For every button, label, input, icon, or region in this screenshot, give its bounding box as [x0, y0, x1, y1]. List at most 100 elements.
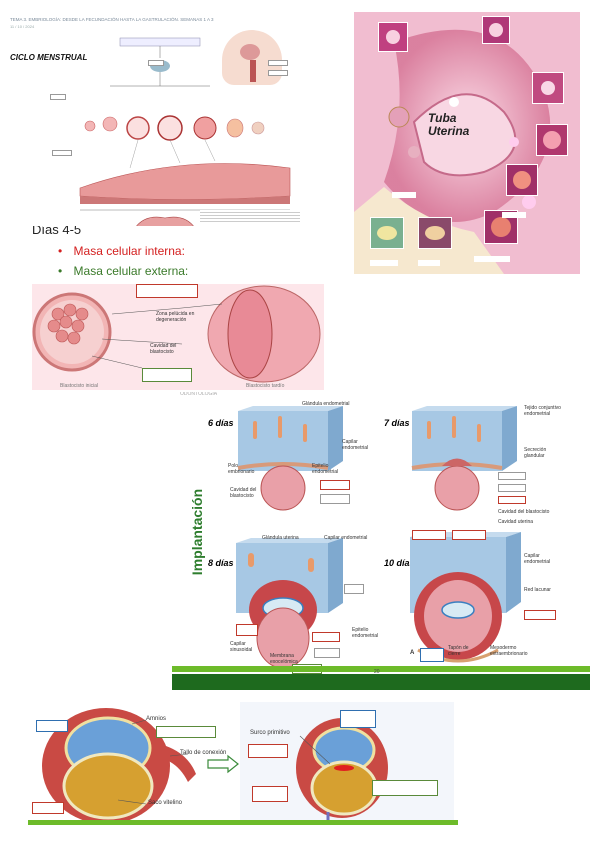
embryo-left-diagram — [42, 708, 196, 822]
day6-label: 6 días — [208, 418, 234, 428]
blank-impl-14[interactable] — [420, 648, 444, 662]
embryo-right-diagram — [296, 718, 388, 820]
arrow-icon — [207, 754, 239, 774]
label-zona: Zona pelúcida en degeneración — [156, 311, 195, 323]
blank-bottom-6[interactable] — [252, 786, 288, 802]
blank-label-2[interactable] — [268, 60, 288, 66]
blank-bottom-2[interactable] — [156, 726, 216, 738]
bullet-red-dot: • — [58, 244, 63, 258]
blastocyst-heading: Días 4-5 — [32, 226, 82, 237]
label-capilar-10: Capilar endometrial — [524, 553, 551, 565]
blank-bottom-3[interactable] — [32, 802, 64, 814]
implantation-panel: ODONTOLOGÍA Implantación 6 días Glándula… — [172, 392, 590, 692]
cycle-title: CICLO MENSTRUAL — [10, 53, 88, 62]
blank-impl-2[interactable] — [320, 494, 350, 504]
blank-impl-1[interactable] — [320, 480, 350, 490]
blank-label-3[interactable] — [268, 70, 288, 76]
blank-impl-7[interactable] — [236, 624, 258, 636]
page-number: 20 — [374, 669, 380, 675]
blank-label-tube-2[interactable] — [502, 212, 526, 218]
day10-label: 10 días — [384, 558, 415, 568]
blank-bottom-5[interactable] — [340, 710, 376, 728]
blank-bottom-4[interactable] — [248, 744, 288, 758]
blank-impl-6[interactable] — [344, 584, 364, 594]
label-capilar-sinusoidal: Capilar sinusoidal — [230, 641, 253, 653]
implantation-header: ODONTOLOGÍA — [180, 392, 218, 397]
bullet-green-row: • Masa celular externa: — [58, 264, 188, 278]
caption-right: Blastocisto tardío — [246, 383, 285, 389]
label-cavidad-uterina: Cavidad uterina — [498, 519, 534, 525]
label-membrana: Membrana exocelómica — [270, 653, 298, 665]
head-illustration — [222, 30, 282, 85]
blank-label-1[interactable] — [148, 60, 164, 66]
label-red-lacunar: Red lacunar — [524, 587, 551, 593]
blank-label-green[interactable] — [142, 368, 192, 382]
blastocyst-diagram — [32, 285, 321, 383]
blank-label-tube-5[interactable] — [474, 256, 510, 262]
menstrual-cycle-diagram — [79, 37, 291, 228]
label-secrecion: Secreción glandular — [524, 447, 547, 459]
blank-label-5[interactable] — [52, 150, 72, 156]
inset-tile-5 — [506, 164, 538, 196]
uterine-tube-panel: Tuba Uterina — [354, 12, 580, 274]
label-capilar-8: Capilar endometrial — [324, 535, 368, 541]
inset-tile-7 — [370, 217, 404, 249]
day10-diagram — [410, 532, 521, 663]
blank-impl-3[interactable] — [498, 472, 526, 480]
label-glandula-uterina: Glándula uterina — [262, 535, 299, 541]
label-polo: Polo embrionario — [228, 463, 255, 475]
label-saco: Saco vitelino — [148, 800, 183, 806]
blank-impl-8[interactable] — [312, 632, 340, 642]
inset-tile-2 — [482, 16, 510, 44]
day7-label: 7 días — [384, 418, 410, 428]
blank-impl-11[interactable] — [412, 530, 446, 540]
label-amnios: Amnios — [146, 716, 167, 722]
label-epitelio: Epitelio endometrial — [312, 463, 339, 475]
label-surco: Surco primitivo — [250, 730, 290, 736]
blank-impl-9[interactable] — [314, 648, 340, 658]
page-header: TEMA 3. EMBRIOLOGÍA: DESDE LA FECUNDACIÓ… — [10, 17, 214, 22]
page-subheader: 11 / 10 / 2024 — [10, 24, 35, 29]
inset-tile-1 — [378, 22, 408, 52]
blank-label-4[interactable] — [50, 94, 66, 100]
day6-diagram — [237, 406, 343, 511]
day8-label: 8 días — [208, 558, 234, 568]
blank-bottom-1[interactable] — [36, 720, 68, 732]
tube-label: Tuba Uterina — [428, 112, 469, 137]
blank-label-tube-1[interactable] — [392, 192, 416, 198]
blastocyst-panel: Días 4-5 • Masa celular interna: • Masa … — [32, 226, 324, 390]
blank-label-red[interactable] — [136, 284, 198, 298]
bullet-red-text: Masa celular interna: — [73, 244, 185, 258]
day8-diagram — [236, 538, 343, 669]
label-cavidad: Cavidad del blastocisto — [150, 343, 177, 355]
bullet-green-dot: • — [58, 264, 63, 278]
label-cavidad-blasto: Cavidad del blastocisto — [230, 487, 257, 499]
bullet-red-row: • Masa celular interna: — [58, 244, 185, 258]
tube-label-line1: Tuba — [428, 111, 457, 125]
blank-label-tube-3[interactable] — [370, 260, 398, 266]
label-tallo: Tallo de conexión — [180, 750, 227, 756]
caption-block — [200, 210, 300, 224]
bottom-green-bar — [28, 820, 458, 825]
label-epitelio-8: Epitelio endometrial — [352, 627, 379, 639]
tube-label-line2: Uterina — [428, 123, 470, 138]
green-bar-bottom — [172, 674, 590, 690]
bullet-green-text: Masa celular externa: — [73, 264, 189, 278]
label-tapon: Tapón de cierre — [448, 645, 469, 657]
label-mesodermo: Mesodermo extraembrionario — [490, 645, 528, 657]
green-bar-top — [172, 666, 590, 672]
blank-impl-12[interactable] — [452, 530, 486, 540]
blank-bottom-7[interactable] — [372, 780, 438, 796]
inset-tile-8 — [418, 217, 452, 249]
label-capilar: Capilar endometrial — [342, 439, 369, 451]
blank-impl-13[interactable] — [524, 610, 556, 620]
inset-tile-3 — [532, 72, 564, 104]
blank-label-tube-4[interactable] — [418, 260, 440, 266]
blank-impl-4[interactable] — [498, 484, 526, 492]
label-tejido: Tejido conjuntivo endometrial — [524, 405, 561, 417]
side-title: Implantación — [189, 488, 205, 576]
label-glandula: Glándula endometrial — [302, 401, 350, 407]
day7-diagram — [411, 406, 517, 511]
label-cavidad-blasto-2: Cavidad del blastocisto — [498, 509, 550, 515]
blank-impl-5[interactable] — [498, 496, 526, 504]
